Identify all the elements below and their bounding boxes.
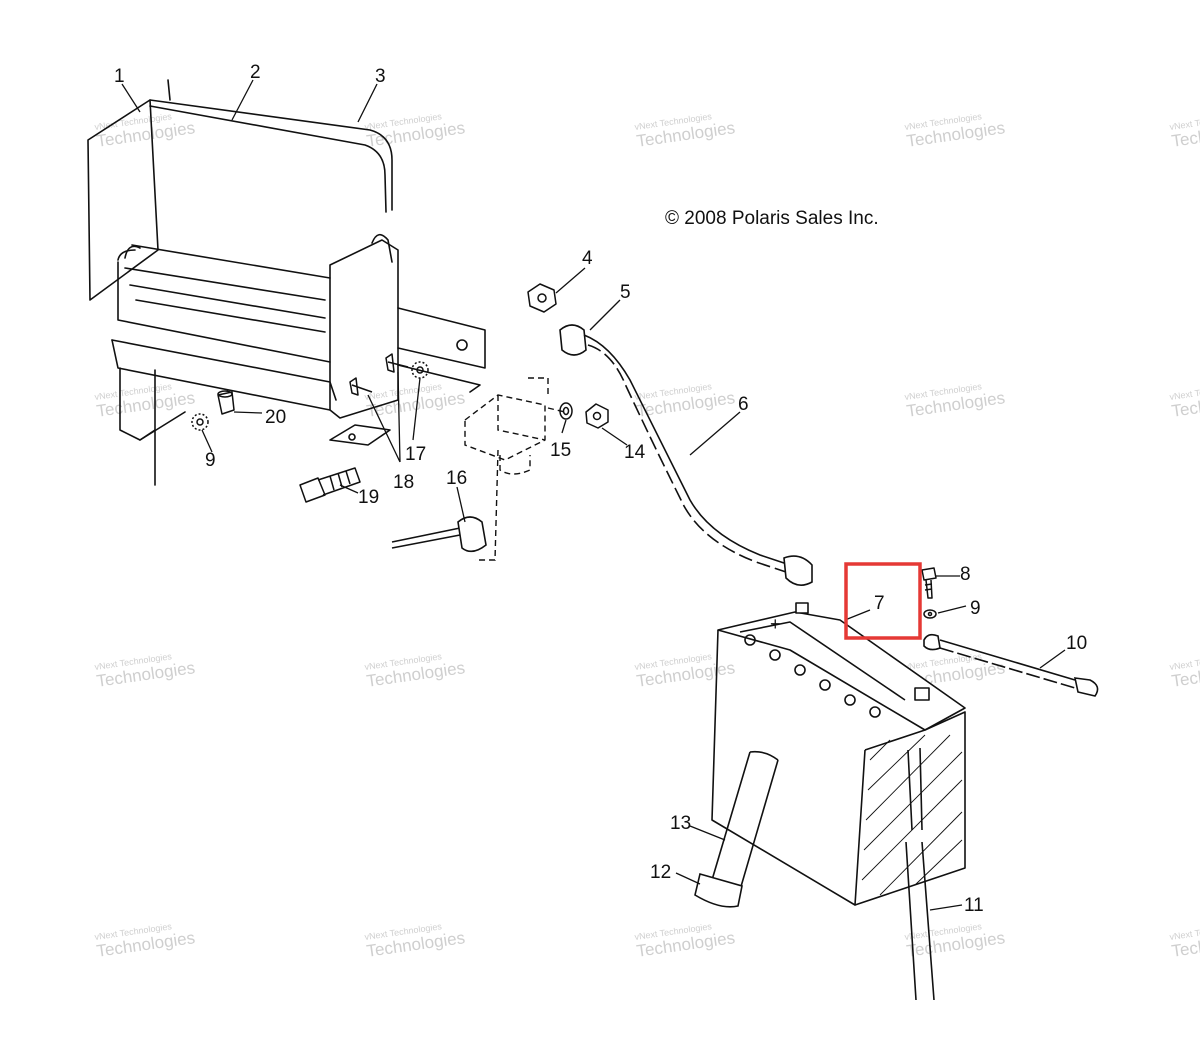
connector-block xyxy=(464,377,566,561)
watermark: vNext Technologies Technologies xyxy=(904,111,1006,151)
watermark: vNext Technologies Technologies xyxy=(364,111,466,151)
callout-9-right[interactable]: 9 xyxy=(970,598,981,619)
watermark: vNext Technologies Technologies xyxy=(1169,111,1200,151)
watermark: vNext Technologies Technologies xyxy=(634,921,736,961)
nut-4 xyxy=(527,283,557,313)
rod-11 xyxy=(905,747,935,1001)
hardware xyxy=(191,283,937,619)
callout-2[interactable]: 2 xyxy=(250,62,261,83)
bolt-19 xyxy=(299,467,361,503)
leader-9b xyxy=(937,605,967,614)
battery-front xyxy=(711,629,866,906)
leader-5 xyxy=(589,299,621,331)
leader-11 xyxy=(929,904,963,911)
watermark: vNext Technologies Technologies xyxy=(1169,921,1200,961)
battery-box-assembly xyxy=(87,79,486,486)
leader-16 xyxy=(456,486,466,523)
callout-10[interactable]: 10 xyxy=(1066,633,1087,654)
watermark: vNext Technologies Technologies xyxy=(634,381,736,421)
watermark: vNext Technologies Technologies xyxy=(904,921,1006,961)
box-cover xyxy=(149,99,393,211)
leader-10 xyxy=(1039,649,1066,669)
watermark: vNext Technologies Technologies xyxy=(634,651,736,691)
screw-18a xyxy=(385,353,409,373)
callout-12[interactable]: 12 xyxy=(650,862,671,883)
right-foot xyxy=(329,424,391,446)
left-bracket xyxy=(119,367,186,441)
leader-14 xyxy=(601,427,628,446)
callout-13[interactable]: 13 xyxy=(670,813,691,834)
nut-14 xyxy=(585,403,609,429)
battery: + xyxy=(711,602,966,906)
callout-11[interactable]: 11 xyxy=(964,895,984,916)
leader-20 xyxy=(233,411,263,414)
screw-18b xyxy=(349,377,373,396)
leader-6 xyxy=(689,411,741,456)
bolt-20 xyxy=(217,390,235,415)
leader-1 xyxy=(121,83,141,113)
plus-terminal-mark: + xyxy=(770,614,781,634)
leader-4 xyxy=(555,267,586,294)
leader-19 xyxy=(339,484,359,494)
leader-lines xyxy=(121,79,1066,911)
watermark: vNext Technologies Technologies xyxy=(364,921,466,961)
leader-18 xyxy=(367,371,401,463)
bolt-8 xyxy=(921,567,937,599)
callout-18[interactable]: 18 xyxy=(393,472,414,493)
leader-9a xyxy=(201,429,213,453)
callout-9-left[interactable]: 9 xyxy=(205,450,216,471)
watermark: vNext Technologies Technologies xyxy=(364,381,466,421)
strap-13 xyxy=(694,750,779,908)
callout-15[interactable]: 15 xyxy=(550,440,571,461)
watermark: vNext Technologies Technologies xyxy=(94,111,196,151)
leader-17 xyxy=(412,377,421,441)
watermark: vNext Technologies Technologies xyxy=(904,381,1006,421)
callout-14[interactable]: 14 xyxy=(624,442,646,463)
leader-3 xyxy=(357,83,378,123)
watermark: vNext Technologies Technologies xyxy=(634,111,736,151)
callout-4[interactable]: 4 xyxy=(582,248,593,269)
copyright-text: © 2008 Polaris Sales Inc. xyxy=(665,208,879,229)
highlight-box xyxy=(844,562,922,640)
leader-2 xyxy=(231,79,254,121)
callout-8[interactable]: 8 xyxy=(960,564,971,585)
callout-6[interactable]: 6 xyxy=(738,394,749,415)
cable-10 xyxy=(923,633,1099,697)
leader-7 xyxy=(844,609,871,621)
buckle-12 xyxy=(694,873,743,908)
callout-19[interactable]: 19 xyxy=(358,487,379,508)
callout-20[interactable]: 20 xyxy=(265,407,286,428)
star-washer-9-left xyxy=(191,413,209,431)
watermark: vNext Technologies Technologies xyxy=(94,651,196,691)
leader-12 xyxy=(675,872,701,885)
strap-plate xyxy=(397,307,486,369)
tray-rail-top xyxy=(131,244,331,279)
battery-side xyxy=(854,711,966,906)
leader-13 xyxy=(689,825,726,841)
watermarks: vNext Technologies Technologies vNext Te… xyxy=(94,111,1200,961)
cable-6 xyxy=(559,324,813,586)
callout-5[interactable]: 5 xyxy=(620,282,631,303)
lock-washer-9-right xyxy=(923,609,937,619)
callout-1[interactable]: 1 xyxy=(114,66,125,87)
callout-3[interactable]: 3 xyxy=(375,66,386,87)
watermark: vNext Technologies Technologies xyxy=(1169,381,1200,421)
callout-16[interactable]: 16 xyxy=(446,468,467,489)
callouts: 1 2 3 4 5 6 7 8 9 10 11 12 13 14 15 16 1… xyxy=(114,62,1087,916)
battery-top xyxy=(717,611,966,731)
watermark: vNext Technologies Technologies xyxy=(94,921,196,961)
leader-15 xyxy=(561,419,567,434)
watermark: vNext Technologies Technologies xyxy=(364,651,466,691)
watermark: vNext Technologies Technologies xyxy=(1169,651,1200,691)
callout-17[interactable]: 17 xyxy=(405,444,426,465)
box-cover-inner xyxy=(149,105,387,213)
callout-7[interactable]: 7 xyxy=(874,593,885,614)
cable-16 xyxy=(391,516,487,553)
